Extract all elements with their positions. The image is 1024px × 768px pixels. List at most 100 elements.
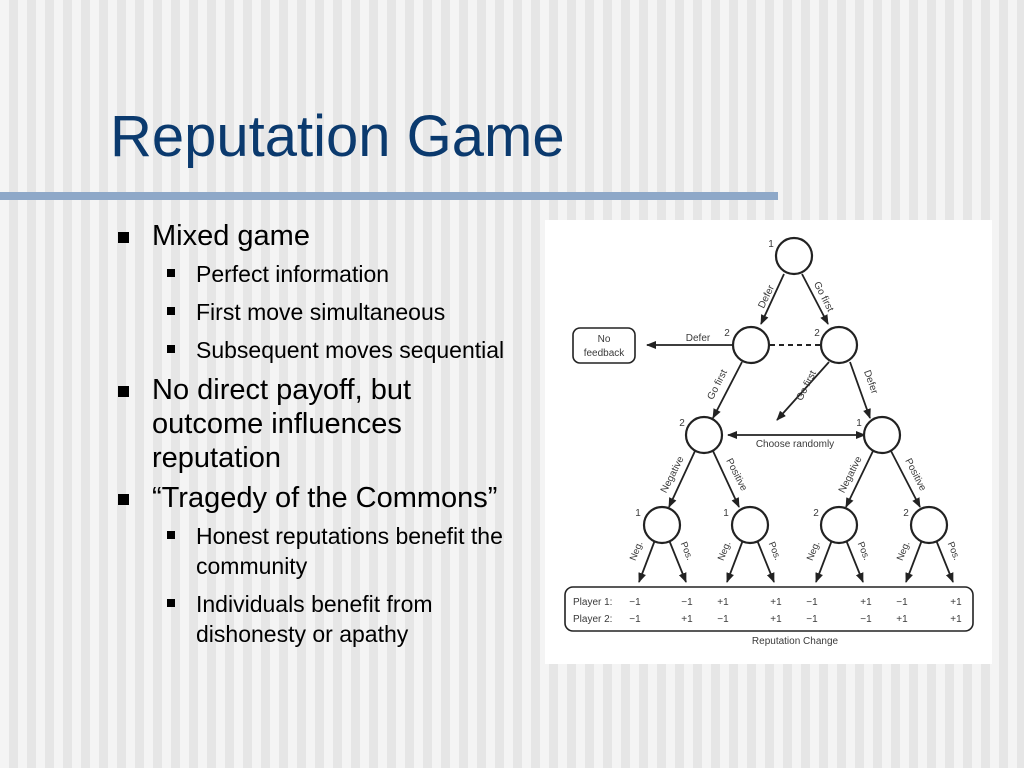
payoff-p2-4: −1 [806,614,818,625]
node-leaf-b-player: 1 [723,508,729,519]
edge-leaf-d-pos [935,539,954,583]
node-leaf-b [730,505,770,545]
edge-leaf-b-neg [726,539,744,583]
sub-bullet-honest-reputations: Honest reputations benefit the community [110,521,530,581]
label-leaf-a-neg: Neg. [628,540,646,563]
node-player2-right [819,325,859,365]
label-left-go-first: Go first [706,368,731,402]
edge-mid-left-positive [712,450,740,508]
node-mid-right [862,415,902,455]
sub-bullet-square-icon [167,345,175,353]
label-leaf-d-pos: Pos. [945,540,962,562]
node-mid-left-player: 2 [679,418,685,429]
node-leaf-a-player: 1 [635,508,641,519]
edge-leaf-c-neg [815,539,833,583]
sub-bullet-text: Honest reputations benefit the community [196,523,503,579]
node-player2-left [731,325,771,365]
payoff-p2-7: +1 [950,614,962,625]
sub-bullet-square-icon [167,531,175,539]
label-leaf-b-neg: Neg. [716,540,734,563]
sub-bullet-square-icon [167,599,175,607]
sub-bullet-individuals-benefit: Individuals benefit from dishonesty or a… [110,589,530,649]
title-divider [0,192,778,200]
payoff-player2-label: Player 2: [573,614,612,625]
node-player2-right-player: 2 [814,328,820,339]
label-mid-left-negative: Negative [659,454,687,495]
payoff-p1-4: −1 [806,597,818,608]
payoff-p2-1: +1 [681,614,693,625]
bullet-tragedy-of-commons: “Tragedy of the Commons” [110,481,530,515]
sub-bullet-text: First move simultaneous [196,299,446,325]
node-mid-left [684,415,724,455]
sub-bullet-square-icon [167,307,175,315]
sub-bullet-text: Subsequent moves sequential [196,337,505,363]
node-root [774,236,814,276]
no-feedback-line1: No [598,334,611,345]
payoff-p2-6: +1 [896,614,908,625]
payoff-p2-5: −1 [860,614,872,625]
sub-bullet-perfect-information: Perfect information [110,259,530,289]
bullet-list: Mixed game Perfect information First mov… [110,216,530,657]
payoff-p2-2: −1 [717,614,729,625]
sub-bullet-subsequent-moves: Subsequent moves sequential [110,335,530,365]
payoff-player2-values: −1 +1 −1 +1 −1 −1 +1 +1 [629,614,962,625]
node-root-player: 1 [768,239,774,250]
bullet-text: “Tragedy of the Commons” [152,482,498,514]
bullet-square-icon [118,494,129,505]
payoff-caption: Reputation Change [752,636,839,647]
edge-mid-left-negative [668,450,696,508]
label-leaf-c-pos: Pos. [855,540,872,562]
node-leaf-d-player: 2 [903,508,909,519]
edge-mid-right-negative [845,450,874,508]
edge-leaf-a-neg [638,539,656,583]
label-right-go-first: Go first [795,369,820,403]
bullet-no-direct-payoff: No direct payoff, but outcome influences… [110,373,530,475]
bullet-text: Mixed game [152,220,310,252]
sub-bullet-text: Perfect information [196,261,390,287]
node-leaf-c [819,505,859,545]
payoff-p1-1: −1 [681,597,693,608]
game-tree-diagram: Defer Go first Defer No feedback Go firs… [564,236,974,647]
bullet-square-icon [118,386,129,397]
label-mid-left-positive: Positive [723,457,749,494]
label-left-defer: Defer [686,333,711,344]
sub-bullet-text: Individuals benefit from dishonesty or a… [196,591,433,647]
payoff-p1-3: +1 [770,597,782,608]
edge-right-defer [849,361,871,419]
edge-root-defer [760,273,785,325]
payoff-p2-3: +1 [770,614,782,625]
no-feedback-box [572,327,636,364]
label-leaf-b-pos: Pos. [766,540,783,562]
edge-leaf-d-neg [905,539,923,583]
label-leaf-d-neg: Neg. [895,540,913,563]
edge-mid-right-positive [890,450,921,508]
node-mid-right-player: 1 [856,418,862,429]
label-mid-right-positive: Positive [902,457,928,494]
payoff-p1-7: +1 [950,597,962,608]
payoff-p1-5: +1 [860,597,872,608]
slide-title: Reputation Game [110,104,565,169]
label-leaf-a-pos: Pos. [678,540,695,562]
no-feedback-line2: feedback [584,348,626,359]
payoff-box [564,586,974,632]
payoff-player1-values: −1 −1 +1 +1 −1 +1 −1 +1 [629,597,962,608]
edge-root-go-first [801,273,829,325]
node-leaf-a [642,505,682,545]
edge-leaf-a-pos [668,539,687,583]
bullet-text: No direct payoff, but outcome influences… [152,374,412,474]
payoff-p1-0: −1 [629,597,641,608]
edge-left-go-first [712,361,743,419]
node-player2-left-player: 2 [724,328,730,339]
payoff-player1-label: Player 1: [573,597,612,608]
edge-right-go-first [776,361,830,421]
sub-bullet-first-move: First move simultaneous [110,297,530,327]
payoff-p2-0: −1 [629,614,641,625]
payoff-p1-2: +1 [717,597,729,608]
label-leaf-c-neg: Neg. [805,540,823,563]
label-right-defer: Defer [861,369,880,396]
game-tree-figure: Defer Go first Defer No feedback Go firs… [545,220,992,664]
sub-bullet-square-icon [167,269,175,277]
node-leaf-c-player: 2 [813,508,819,519]
payoff-p1-6: −1 [896,597,908,608]
bullet-square-icon [118,232,129,243]
